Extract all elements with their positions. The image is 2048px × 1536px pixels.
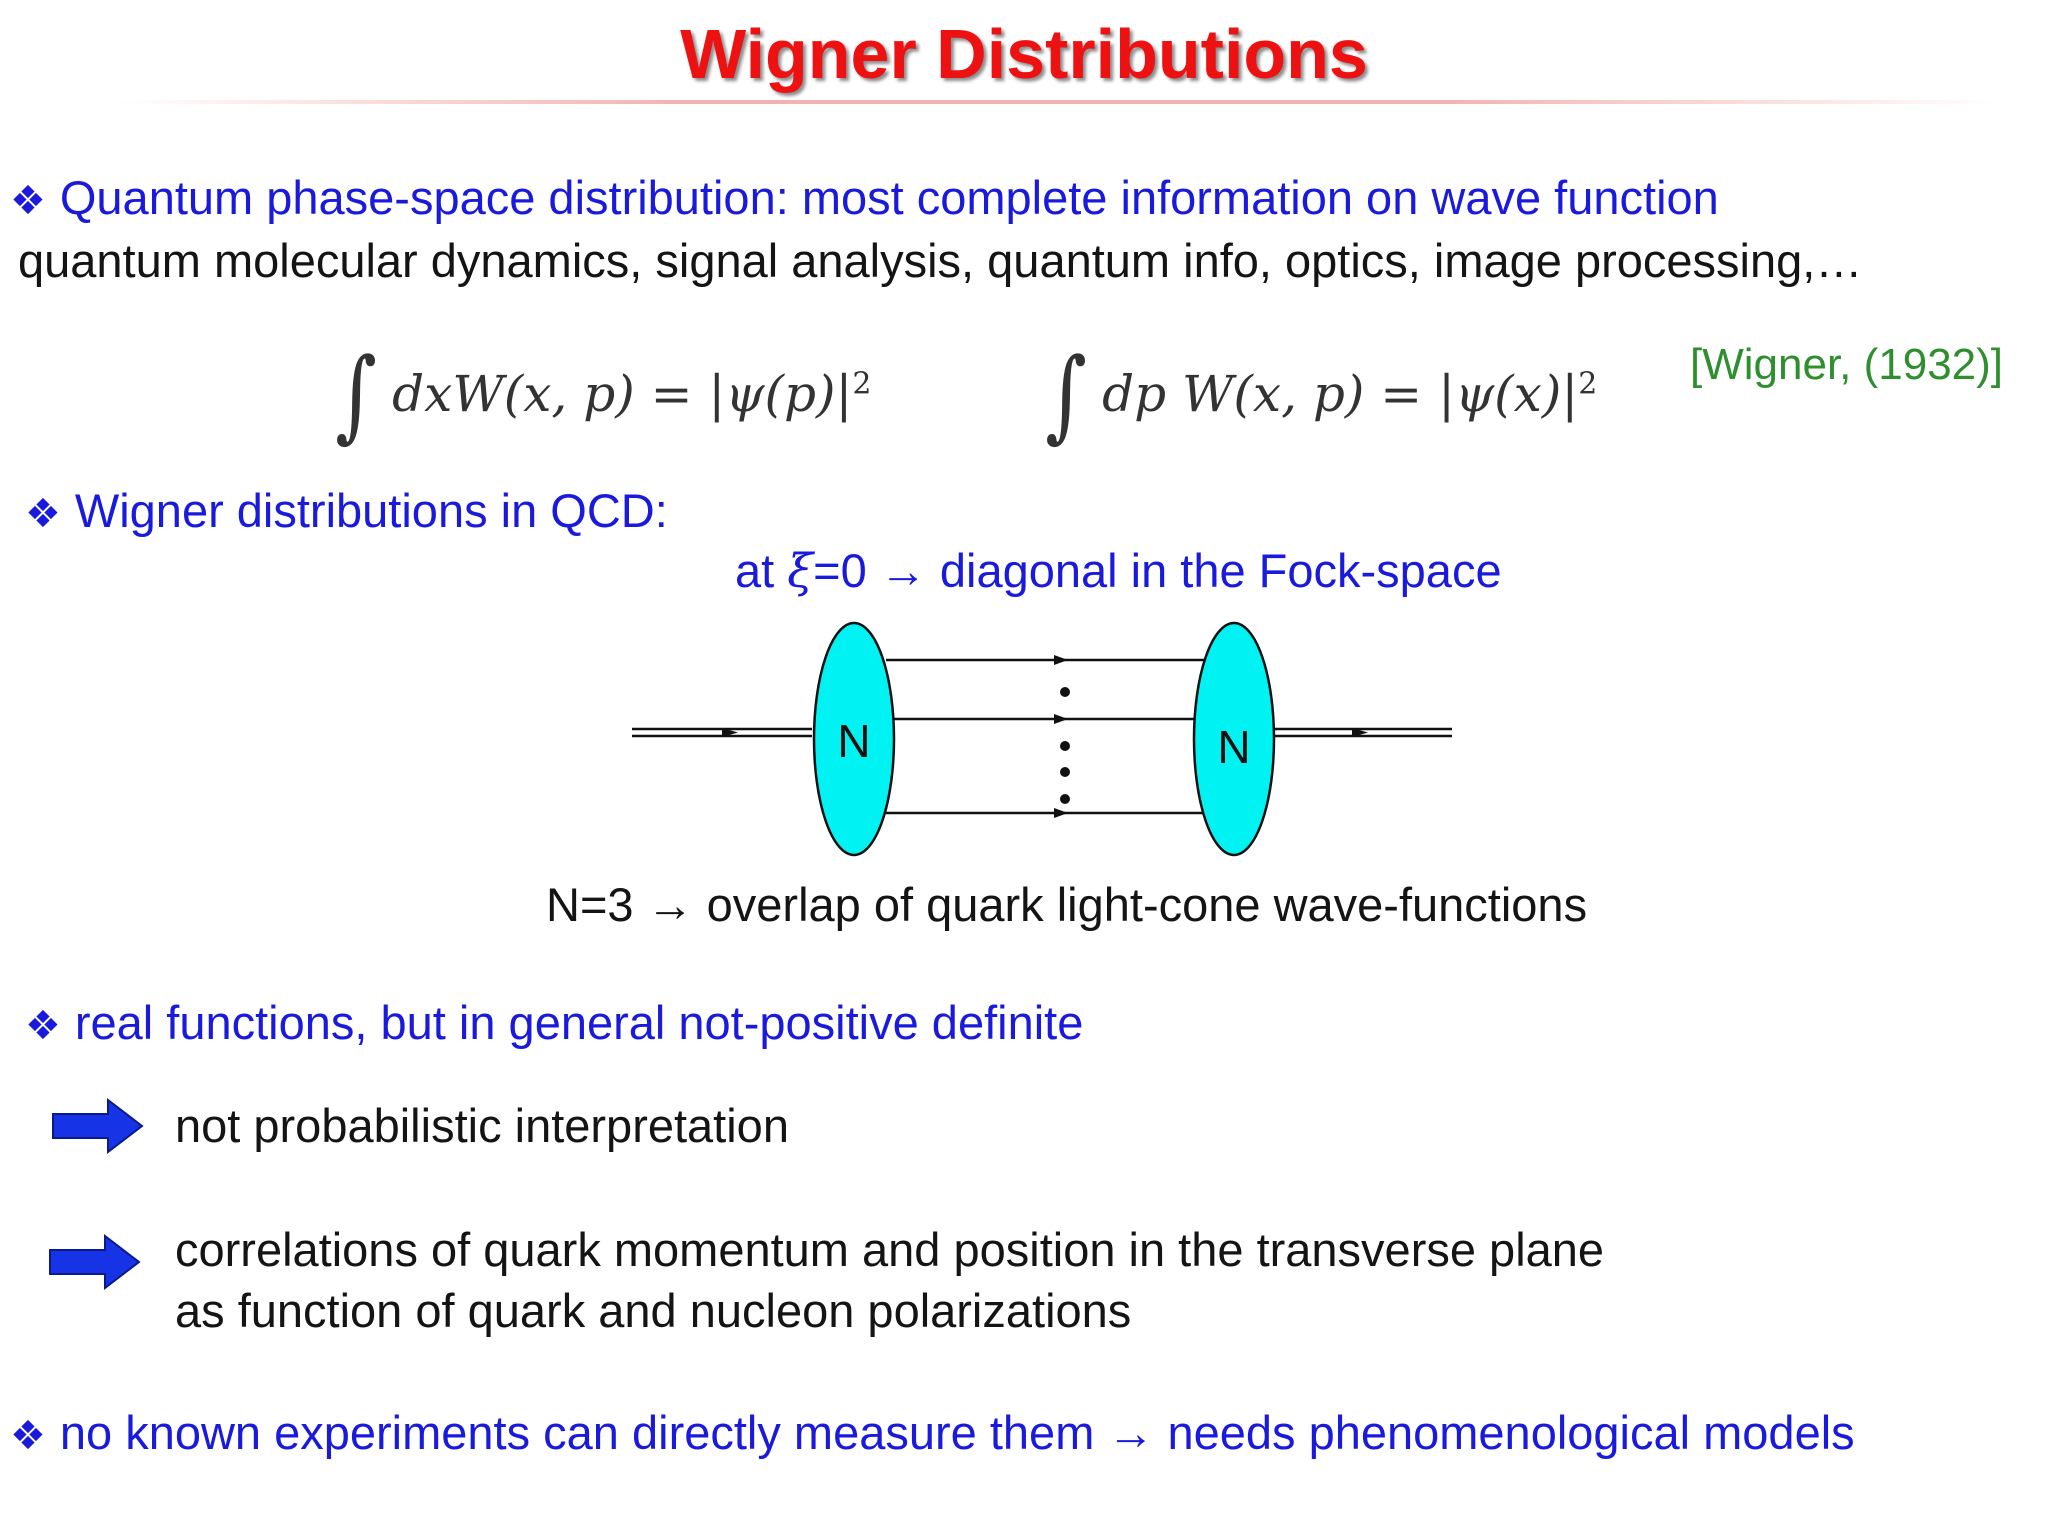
right-arrow-icon [52, 1097, 144, 1155]
bullet-1-text: Quantum phase-space distribution: most c… [59, 171, 1719, 224]
nucleon-ellipse-left [812, 621, 896, 857]
arrow-2-text-line-2: as function of quark and nucleon polariz… [175, 1284, 1132, 1337]
citation: [Wigner, (1932)] [1690, 340, 2004, 389]
xi-symbol: ξ [787, 544, 814, 599]
formula-2-rhs: |ψ(x)| [1438, 365, 1579, 423]
bullet-2-text: Wigner distributions in QCD: [74, 484, 668, 537]
title-underline [120, 100, 2000, 104]
formula-1-lhs: dxW(x, p) = [392, 365, 709, 423]
bullet-3-text: real functions, but in general not-posit… [74, 996, 1084, 1049]
integral-sign-icon: ∫ [1045, 336, 1087, 453]
integral-sign-icon: ∫ [335, 336, 377, 453]
nucleon-label-right: N [1217, 721, 1250, 773]
arrow-1-text: not probabilistic interpretation [175, 1099, 789, 1152]
bullet-1: ❖ Quantum phase-space distribution: most … [10, 170, 1719, 225]
bullet-4-text: no known experiments can directly measur… [59, 1406, 1855, 1459]
bullet-3: ❖ real functions, but in general not-posi… [25, 995, 1083, 1050]
diagram-caption: N=3 → overlap of quark light-cone wave-f… [546, 878, 1588, 931]
formula-2-exponent: 2 [1578, 366, 1598, 402]
dot-1 [1060, 687, 1070, 697]
dot-2 [1060, 741, 1070, 751]
slide-title: Wigner Distributions [680, 15, 1368, 93]
formula-1-exponent: 2 [852, 366, 872, 402]
bullet-diamond-icon: ❖ [10, 179, 46, 223]
dot-3 [1060, 767, 1070, 777]
bullet-diamond-icon: ❖ [10, 1414, 46, 1458]
bullet-diamond-icon: ❖ [25, 1004, 61, 1048]
quark-line-1-arrow-icon [1054, 655, 1068, 665]
overlap-diagram: N N [632, 621, 1452, 857]
nucleon-ellipse-right [1192, 621, 1276, 857]
nucleon-label-left: N [837, 715, 870, 767]
quark-line-3-arrow-icon [1054, 808, 1068, 818]
arrow-2-text-line-1: correlations of quark momentum and posit… [175, 1223, 1605, 1276]
bullet-1-subtext: quantum molecular dynamics, signal analy… [18, 234, 1863, 287]
right-arrow-icon [49, 1233, 141, 1291]
formula-2-lhs: dp W(x, p) = [1102, 365, 1439, 423]
bullet-2-subtext: at ξ=0 → diagonal in the Fock-space [735, 543, 1502, 599]
bullet-diamond-icon: ❖ [25, 492, 61, 536]
bullet-4: ❖ no known experiments can directly measu… [10, 1405, 1855, 1460]
bullet-2: ❖ Wigner distributions in QCD: [25, 483, 668, 538]
formula-1: ∫ dxW(x, p) = |ψ(p)|2 [330, 318, 872, 453]
quark-line-2-arrow-icon [1054, 714, 1068, 724]
dot-4 [1060, 794, 1070, 804]
incoming-arrowhead-icon [722, 728, 738, 737]
formula-2: ∫ dp W(x, p) = |ψ(x)|2 [1040, 318, 1598, 453]
formula-1-rhs: |ψ(p)| [708, 365, 853, 423]
outgoing-arrowhead-icon [1352, 728, 1368, 737]
xi-prefix: at [735, 544, 788, 597]
xi-suffix: =0 → diagonal in the Fock-space [813, 544, 1502, 597]
